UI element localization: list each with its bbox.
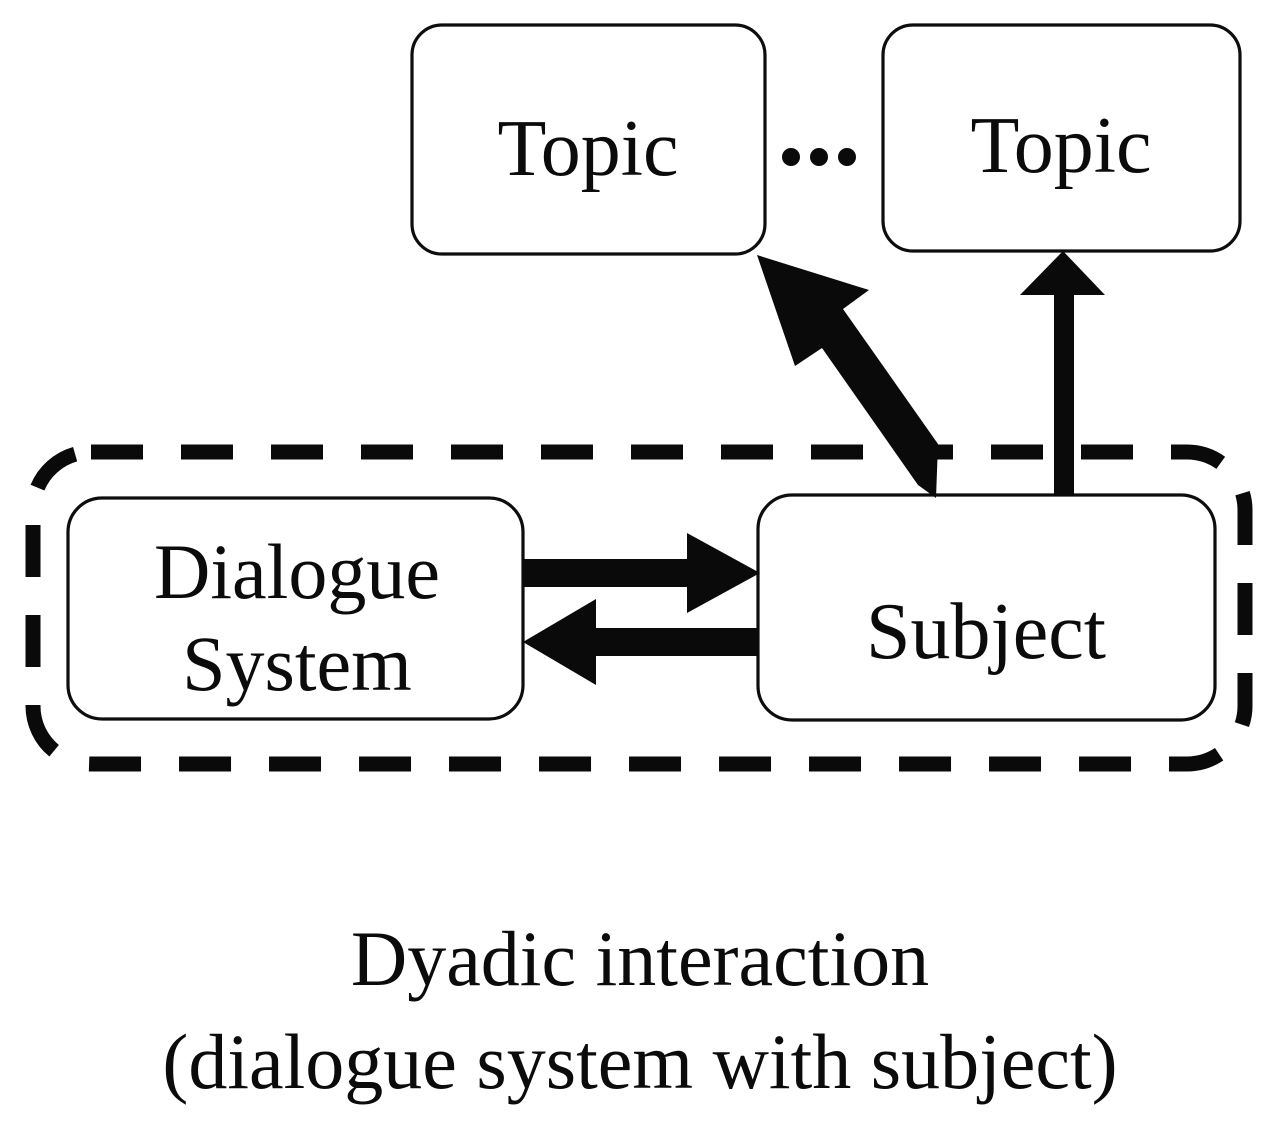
dialogue-system-label-line2: System	[182, 620, 412, 707]
caption-line-1: Dyadic interaction	[351, 915, 929, 1002]
arrow-subject-to-topic-right	[1020, 251, 1105, 496]
ellipsis-dot-3	[838, 148, 856, 166]
subject-box[interactable]	[756, 493, 1217, 722]
dyadic-group-boundary	[25, 444, 1253, 772]
topic-ellipsis	[782, 148, 856, 166]
arrow-subject-to-dialogue	[523, 599, 758, 685]
arrow-subject-to-topic-left	[757, 255, 938, 498]
topic-box-left[interactable]	[410, 23, 767, 256]
dialogue-system-label-line1: Dialogue	[154, 528, 440, 615]
topic-label-left: Topic	[497, 105, 678, 193]
topic-label-right: Topic	[970, 102, 1151, 190]
topic-box-right[interactable]	[881, 23, 1242, 253]
dialogue-system-box[interactable]	[66, 496, 525, 721]
caption-line-2: (dialogue system with subject)	[162, 1018, 1117, 1105]
subject-label: Subject	[866, 588, 1106, 676]
ellipsis-dot-1	[782, 148, 800, 166]
arrow-dialogue-to-subject	[523, 533, 760, 613]
ellipsis-dot-2	[810, 148, 828, 166]
